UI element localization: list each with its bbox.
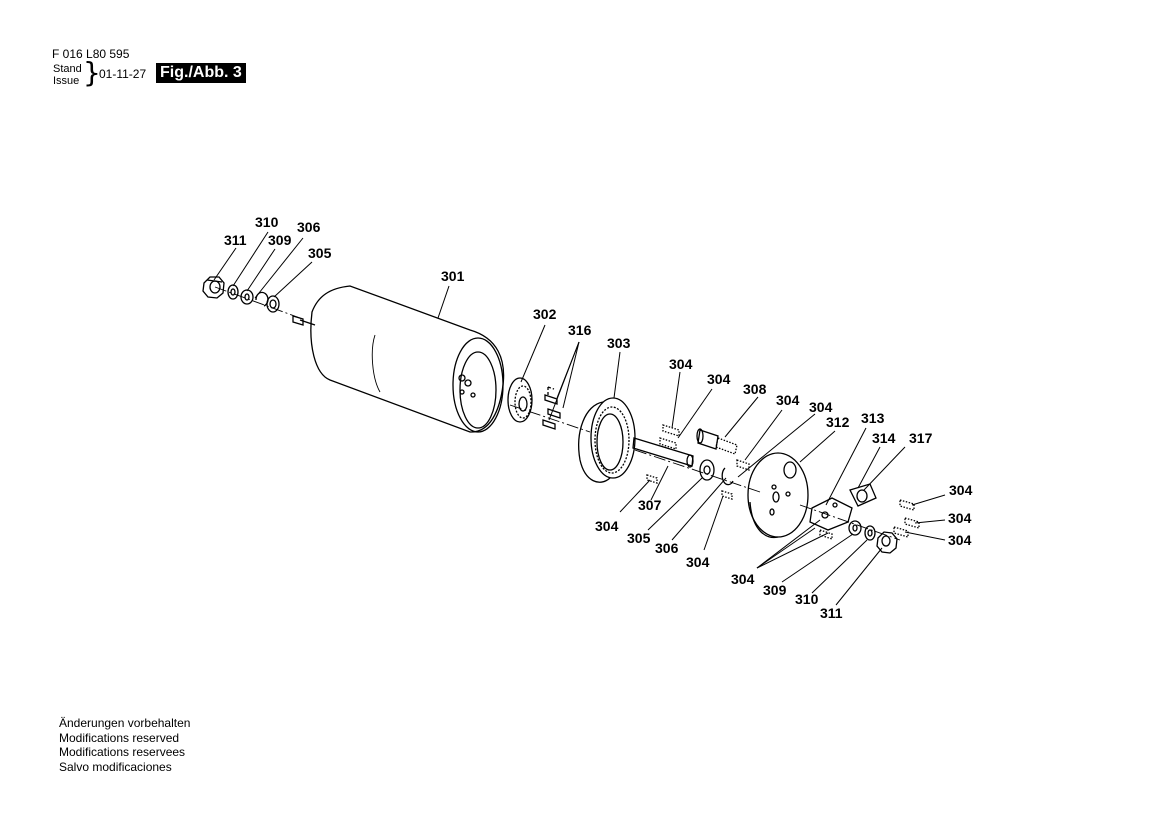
screws-right (819, 499, 920, 540)
issue-label: Issue (53, 75, 80, 87)
part-label-304: 304 (686, 554, 710, 570)
part-label-313: 313 (861, 410, 885, 426)
washer-and-clip (699, 459, 734, 486)
part-label-307: 307 (638, 497, 662, 513)
modification-notes: Änderungen vorbehalten Modifications res… (59, 716, 190, 774)
pins (542, 386, 561, 430)
right-nut-washer-stack (848, 520, 898, 554)
part-label-311: 311 (224, 232, 247, 248)
part-label-304: 304 (669, 356, 693, 372)
part-label-304: 304 (731, 571, 755, 587)
part-label-310: 310 (795, 591, 819, 607)
part-label-310: 310 (255, 214, 279, 230)
part-label-312: 312 (826, 414, 850, 430)
gear-bearing (507, 377, 533, 423)
part-label-308: 308 (743, 381, 767, 397)
screws-center (721, 459, 750, 500)
part-label-304: 304 (595, 518, 619, 534)
shaft (632, 437, 694, 484)
note-es: Salvo modificaciones (59, 759, 172, 774)
doc-number: F 016 L80 595 (52, 47, 130, 61)
pinion-shaft (696, 428, 738, 455)
part-label-306: 306 (297, 219, 321, 235)
part-label-304: 304 (949, 482, 973, 498)
leader-lines (213, 231, 946, 606)
cap-part (849, 483, 877, 507)
end-plate (747, 452, 809, 539)
part-label-306: 306 (655, 540, 679, 556)
part-label-301: 301 (441, 268, 465, 284)
note-de: Änderungen vorbehalten (59, 716, 191, 730)
part-label-305: 305 (627, 530, 651, 546)
part-label-309: 309 (763, 582, 787, 598)
part-label-304: 304 (707, 371, 731, 387)
figure-label: Fig./Abb. 3 (156, 63, 246, 83)
part-label-304: 304 (948, 510, 972, 526)
part-label-316: 316 (568, 322, 592, 338)
stand-label: Stand (53, 63, 82, 75)
issue-date: 01-11-27 (99, 67, 147, 81)
part-label-304: 304 (776, 392, 800, 408)
part-label-304: 304 (809, 399, 833, 415)
screws-upper (659, 424, 680, 450)
part-label-303: 303 (607, 335, 631, 351)
part-label-309: 309 (268, 232, 292, 248)
assembly-axis (214, 286, 901, 541)
part-label-304: 304 (948, 532, 972, 548)
part-label-314: 314 (872, 430, 896, 446)
note-en: Modifications reserved (59, 730, 180, 745)
brace-glyph: } (83, 56, 101, 89)
part-label-311: 311 (820, 605, 843, 621)
part-label-317: 317 (909, 430, 933, 446)
note-fr: Modifications reservees (59, 745, 186, 759)
bracket (809, 497, 853, 531)
part-label-302: 302 (533, 306, 557, 322)
part-label-305: 305 (308, 245, 332, 261)
motor-housing (292, 285, 505, 433)
ring-gear (578, 397, 636, 483)
part-number-labels: 311 310 309 306 305 301 302 316 303 304 … (224, 214, 973, 621)
